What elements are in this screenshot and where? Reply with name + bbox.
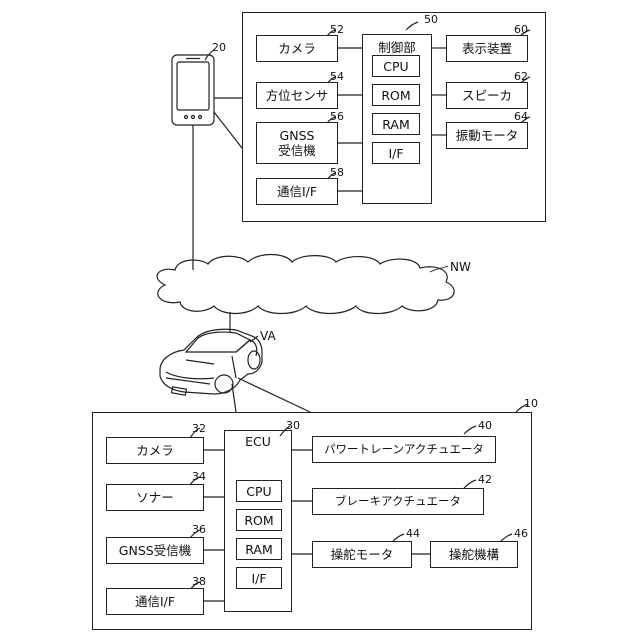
vehicle-label: VA [260,330,276,342]
speaker-box: スピーカ [446,82,528,109]
phone-camera-box: カメラ [256,35,338,62]
direction-sensor-box: 方位センサ [256,82,338,109]
network-label: NW [450,261,471,273]
controller-if: I/F [372,142,420,164]
display-device-ref: 60 [514,24,528,36]
steering-mechanism-box: 操舵機構 [430,541,518,568]
ecu-rom: ROM [236,509,282,531]
powertrain-actuator-ref: 40 [478,420,492,432]
phone-gnss-box: GNSS 受信機 [256,122,338,164]
ecu-label: ECU [224,434,292,449]
brake-actuator-ref: 42 [478,474,492,486]
sonar-ref: 34 [192,471,206,483]
ecu-ram: RAM [236,538,282,560]
network-cloud [157,255,454,314]
sonar-box: ソナー [106,484,204,511]
vibration-motor-ref: 64 [514,111,528,123]
brake-actuator-box: ブレーキアクチュエータ [312,488,484,515]
vehicle-system-ref: 10 [524,398,538,410]
ecu-cpu: CPU [236,480,282,502]
phone-comm-if-ref: 58 [330,167,344,179]
controller-cpu: CPU [372,55,420,77]
display-device-box: 表示装置 [446,35,528,62]
vehicle-camera-box: カメラ [106,437,204,464]
vehicle-gnss-ref: 36 [192,524,206,536]
vehicle-comm-if-box: 通信I/F [106,588,204,615]
car-icon [160,329,262,395]
controller-ram: RAM [372,113,420,135]
vehicle-camera-ref: 32 [192,423,206,435]
steering-motor-ref: 44 [406,528,420,540]
vehicle-gnss-box: GNSS受信機 [106,537,204,564]
steering-mechanism-ref: 46 [514,528,528,540]
smartphone-ref: 20 [212,42,226,54]
speaker-ref: 62 [514,71,528,83]
smartphone-icon [172,55,214,125]
steering-motor-box: 操舵モータ [312,541,412,568]
powertrain-actuator-box: パワートレーンアクチュエータ [312,436,496,463]
phone-gnss-ref: 56 [330,111,344,123]
phone-comm-if-box: 通信I/F [256,178,338,205]
phone-camera-ref: 52 [330,24,344,36]
vibration-motor-box: 振動モータ [446,122,528,149]
vehicle-comm-if-ref: 38 [192,576,206,588]
ecu-if: I/F [236,567,282,589]
ecu-ref: 30 [286,420,300,432]
controller-rom: ROM [372,84,420,106]
controller-label: 制御部 [362,37,432,56]
direction-sensor-ref: 54 [330,71,344,83]
controller-ref: 50 [424,14,438,26]
